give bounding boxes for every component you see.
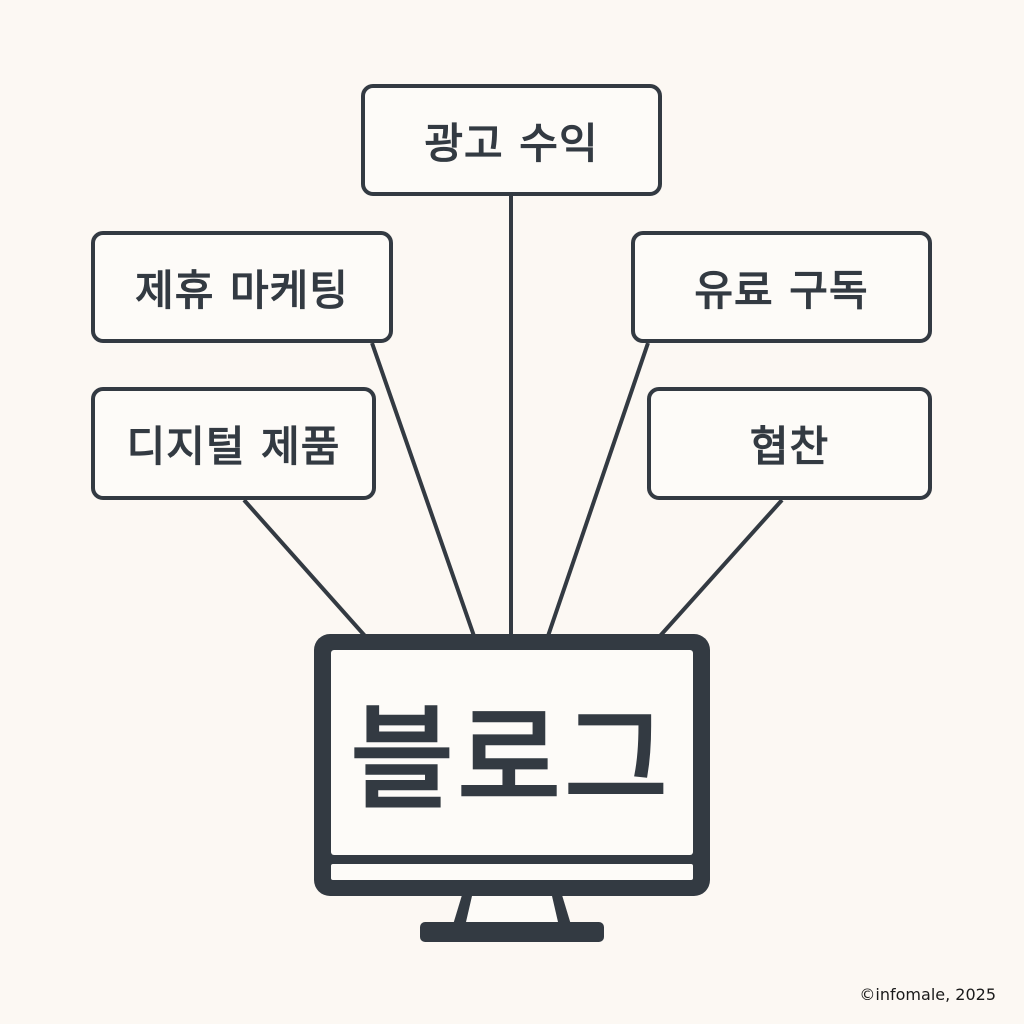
monitor-stand-neck-gap [466, 896, 558, 922]
node-paid-subscription-label: 유료 구독 [694, 265, 869, 315]
monitor-bezel-strip [331, 864, 693, 880]
monitor-screen [331, 650, 693, 855]
connector-sponsorship [658, 498, 784, 638]
monitor-stand-base [420, 922, 604, 942]
node-affiliate-marketing: 제휴 마케팅 [91, 231, 393, 343]
node-ad-revenue-label: 광고 수익 [424, 118, 599, 168]
connector-affiliate [370, 342, 476, 637]
node-sponsorship: 협찬 [647, 387, 932, 500]
node-sponsorship-label: 협찬 [749, 422, 830, 471]
node-ad-revenue: 광고 수익 [361, 84, 662, 196]
node-affiliate-marketing-label: 제휴 마케팅 [135, 265, 349, 315]
center-blog-label: 블로그 [350, 695, 672, 825]
copyright-text: ©infomale, 2025 [859, 985, 996, 1004]
node-paid-subscription: 유료 구독 [631, 231, 932, 343]
connector-digital [242, 498, 367, 638]
monitor-icon [314, 634, 710, 942]
node-digital-products: 디지털 제품 [91, 387, 376, 500]
node-digital-products-label: 디지털 제품 [126, 422, 341, 471]
connector-subscription [546, 342, 650, 637]
